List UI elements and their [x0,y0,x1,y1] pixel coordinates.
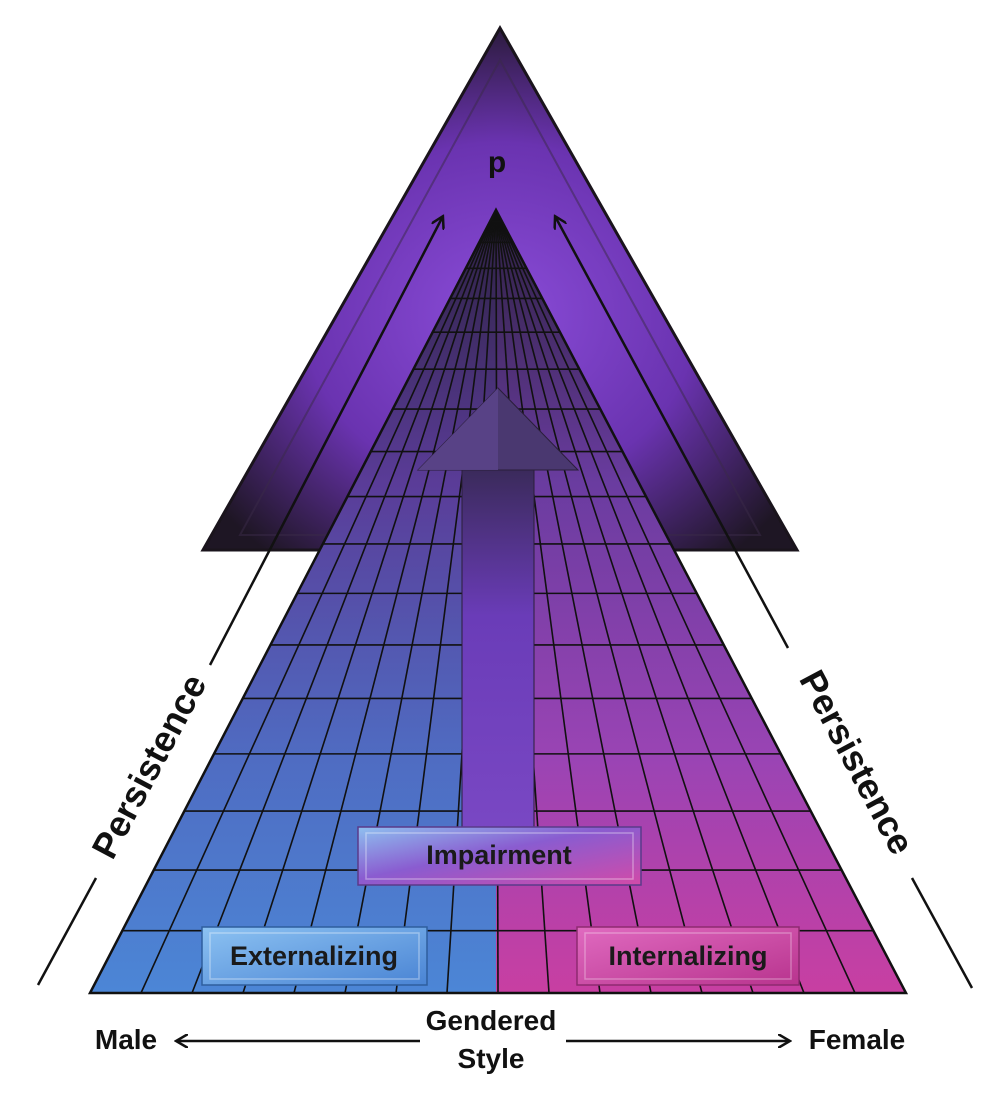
internalizing-box: Internalizing [576,926,800,986]
axis-label-female: Female [809,1024,906,1055]
impairment-box: Impairment [357,826,642,886]
persistence-arrow-right [556,218,974,989]
impairment-arrow [416,387,580,839]
axis-center-label-line2: Style [458,1043,525,1074]
persistence-arrow-left [36,218,442,986]
gendered-style-axis: Male Female Gendered Style [95,1005,905,1074]
externalizing-box: Externalizing [201,926,428,986]
apex-label-p: p [488,146,506,179]
externalizing-label: Externalizing [230,941,398,971]
axis-label-male: Male [95,1024,157,1055]
impairment-label: Impairment [426,840,572,870]
axis-center-label-line1: Gendered [426,1005,557,1036]
internalizing-label: Internalizing [608,941,767,971]
